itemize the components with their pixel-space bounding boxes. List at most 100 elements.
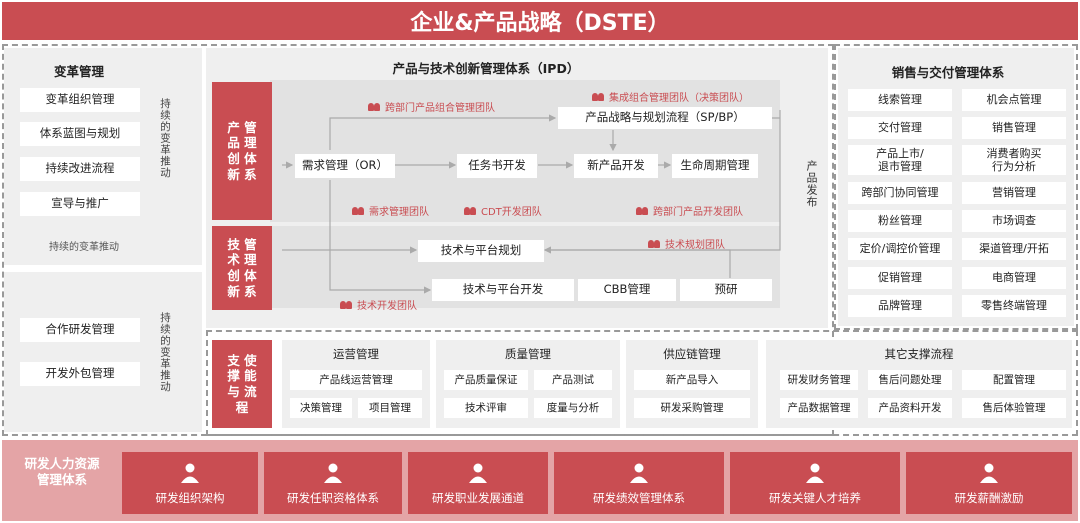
- performance-icon: [627, 462, 651, 484]
- team-icon: [368, 102, 381, 111]
- change-item: 体系蓝图与规划: [20, 122, 140, 146]
- team-icon: [592, 92, 605, 101]
- strategy-box: 产品战略与规划流程（SP/BP）: [558, 107, 772, 129]
- hr-card-label: 研发关键人才培养: [769, 491, 861, 505]
- sales-item: 跨部门协同管理: [848, 182, 952, 204]
- support-item: 度量与分析: [534, 398, 612, 418]
- team-cross-dev: 跨部门产品开发团队: [636, 203, 743, 218]
- sales-item: 营销管理: [962, 182, 1066, 204]
- team-icon: [352, 206, 365, 215]
- sales-item: 产品上市/ 退市管理: [848, 145, 952, 175]
- page-title: 企业&产品战略（DSTE）: [2, 2, 1078, 40]
- sales-item: 促销管理: [848, 267, 952, 289]
- or-box: 需求管理（OR）: [295, 154, 395, 178]
- support-item: 研发采购管理: [634, 398, 750, 418]
- support-item: 技术评审: [444, 398, 528, 418]
- hr-card-label: 研发组织架构: [155, 491, 225, 505]
- team-cross-portfolio: 跨部门产品组合管理团队: [368, 99, 495, 114]
- support-item: 产品测试: [534, 370, 612, 390]
- support-group-header: 其它支撑流程: [884, 347, 954, 361]
- sales-item: 线索管理: [848, 89, 952, 111]
- support-item: 产品数据管理: [780, 398, 858, 418]
- support-label: 支 使撑 能与 流 程: [212, 340, 272, 428]
- hr-card: 研发绩效管理体系: [554, 452, 724, 514]
- change-header: 变革管理: [53, 64, 104, 79]
- team-tech-plan: 技术规划团队: [648, 236, 725, 251]
- research-box: 预研: [680, 279, 772, 301]
- support-item: 新产品导入: [634, 370, 750, 390]
- change-item: 宣导与推广: [20, 192, 140, 216]
- release-label: 产品发布: [805, 160, 818, 208]
- compensation-icon: [977, 462, 1001, 484]
- support-group-header: 运营管理: [333, 347, 379, 361]
- support-item: 产品质量保证: [444, 370, 528, 390]
- charter-box: 任务书开发: [457, 154, 537, 178]
- sales-item: 交付管理: [848, 117, 952, 139]
- sales-item: 零售终端管理: [962, 295, 1066, 317]
- lifecycle-box: 生命周期管理: [672, 154, 758, 178]
- team-icon: [636, 206, 649, 215]
- cooperation-item: 合作研发管理: [20, 318, 140, 342]
- sales-item: 销售管理: [962, 117, 1066, 139]
- hr-card: 研发薪酬激励: [906, 452, 1072, 514]
- hr-card-label: 研发任职资格体系: [287, 491, 379, 505]
- change-item: 变革组织管理: [20, 88, 140, 112]
- sales-item: 定价/调控价管理: [848, 238, 952, 260]
- team-requirement: 需求管理团队: [352, 203, 429, 218]
- team-icon: [648, 239, 661, 248]
- tech-plan-box: 技术与平台规划: [418, 240, 544, 262]
- product-innovation-label: 产 管品 理创 体新 系: [212, 82, 272, 220]
- sales-item: 电商管理: [962, 267, 1066, 289]
- sales-item: 品牌管理: [848, 295, 952, 317]
- team-icon: [340, 300, 353, 309]
- hr-card: 研发任职资格体系: [264, 452, 402, 514]
- hr-label: 研发人力资源管理体系: [24, 456, 100, 488]
- sales-item: 渠道管理/开拓: [962, 238, 1066, 260]
- change-panel: [4, 48, 202, 265]
- support-item: 研发财务管理: [780, 370, 858, 390]
- support-group-header: 质量管理: [505, 347, 551, 361]
- team-integrated-portfolio: 集成组合管理团队（决策团队）: [592, 89, 749, 104]
- support-item: 决策管理: [290, 398, 352, 418]
- hr-card: 研发组织架构: [122, 452, 258, 514]
- cbb-box: CBB管理: [578, 279, 676, 301]
- sales-header: 销售与交付管理体系: [891, 65, 1005, 80]
- team-icon: [464, 206, 477, 215]
- support-item: 售后体验管理: [962, 398, 1066, 418]
- support-item: 配置管理: [962, 370, 1066, 390]
- team-tech-dev: 技术开发团队: [340, 297, 417, 312]
- support-item: 项目管理: [358, 398, 422, 418]
- hr-card-label: 研发职业发展通道: [432, 491, 524, 505]
- npd-box: 新产品开发: [574, 154, 658, 178]
- support-item: 产品资料开发: [868, 398, 952, 418]
- ipd-header: 产品与技术创新管理体系（IPD）: [392, 61, 580, 76]
- team-cdt: CDT开发团队: [464, 203, 542, 218]
- cooperation-side-text: 持续的变革推动: [159, 312, 171, 393]
- sales-item: 机会点管理: [962, 89, 1066, 111]
- support-item: 产品线运营管理: [290, 370, 422, 390]
- cooperation-panel: [4, 272, 202, 432]
- career-path-icon: [466, 462, 490, 484]
- org-chart-icon: [178, 462, 202, 484]
- talent-icon: [803, 462, 827, 484]
- hr-card-label: 研发薪酬激励: [954, 491, 1024, 505]
- sales-item: 消费者购买 行为分析: [962, 145, 1066, 175]
- change-item: 持续改进流程: [20, 157, 140, 181]
- sales-dashed-border: [834, 44, 1078, 330]
- hr-card: 研发关键人才培养: [730, 452, 900, 514]
- sales-item: 粉丝管理: [848, 210, 952, 232]
- support-dashed-border: [206, 330, 1078, 436]
- change-side-text: 持续的变革推动: [159, 98, 171, 179]
- hr-card-label: 研发绩效管理体系: [593, 491, 685, 505]
- hr-card: 研发职业发展通道: [408, 452, 548, 514]
- support-group-header: 供应链管理: [663, 347, 721, 361]
- sales-item: 市场调查: [962, 210, 1066, 232]
- support-item: 售后问题处理: [868, 370, 952, 390]
- product-band: [270, 80, 780, 222]
- tech-innovation-label: 技 管术 理创 体新 系: [212, 226, 272, 310]
- cooperation-item: 开发外包管理: [20, 362, 140, 386]
- change-bottom-text: 持续的变革推动: [49, 242, 119, 253]
- qualification-icon: [321, 462, 345, 484]
- tech-dev-box: 技术与平台开发: [432, 279, 574, 301]
